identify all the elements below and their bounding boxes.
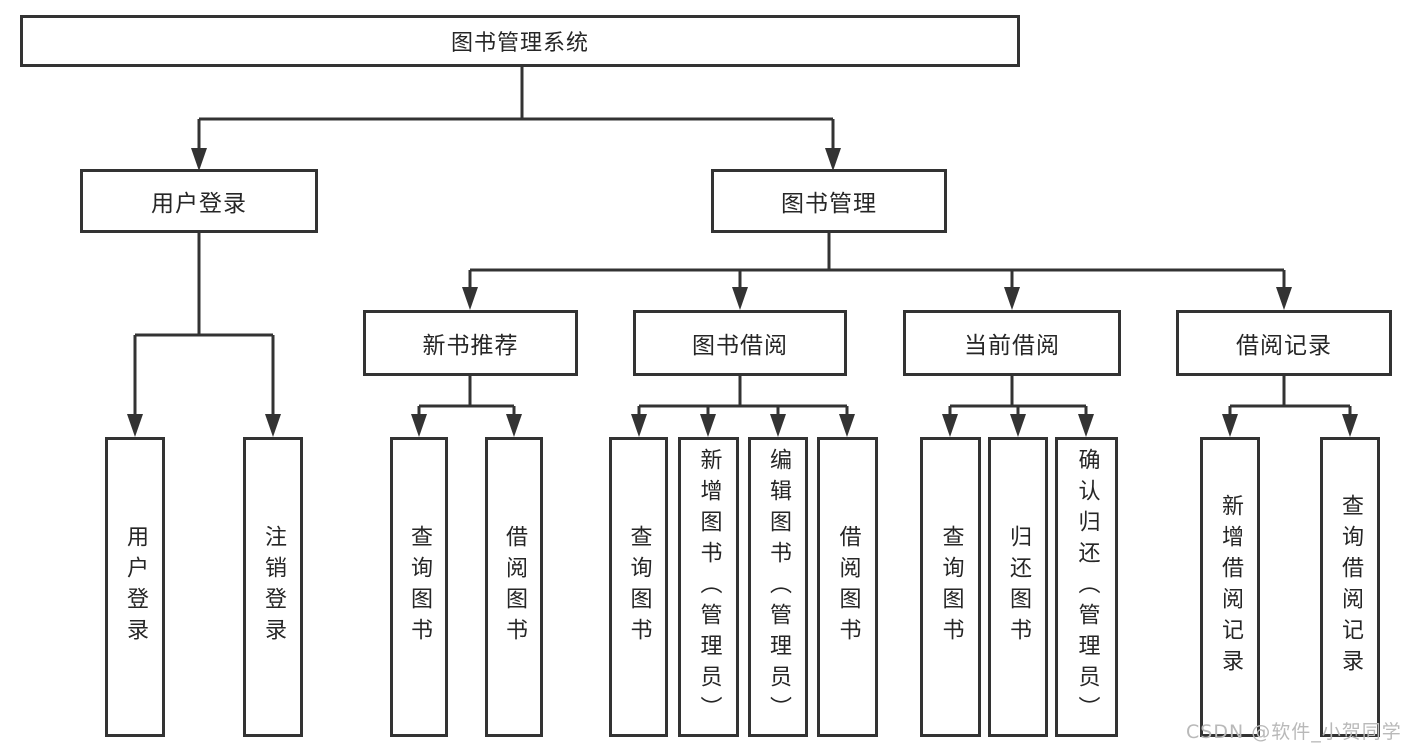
node-user-login-branch-label: 用户登录 [151,191,247,217]
arrowheads-level1 [191,148,841,171]
arrowheads-newbooks-leaves [411,414,522,437]
node-user-login-branch: 用户登录 [80,169,318,233]
node-leaf-return-books-label: 归还图书 [1006,525,1031,649]
connector-records-to-leaves [1228,376,1352,417]
arrowheads-records-leaves [1222,414,1358,437]
node-leaf-confirm-return-admin-label: 确认归还（管理员） [1074,447,1100,727]
node-root-label: 图书管理系统 [450,31,589,56]
node-book-management-branch: 图书管理 [711,169,947,233]
arrowheads-level2 [462,287,1292,310]
node-book-management-label: 图书管理 [781,191,877,217]
node-borrowing-records-label: 借阅记录 [1236,333,1332,359]
arrowheads-borrowing-leaves [631,414,855,437]
node-leaf-query-books-borrowing: 查询图书 [609,437,668,737]
arrowheads-current-leaves [942,414,1094,437]
node-leaf-user-login: 用户登录 [105,437,165,737]
node-leaf-add-borrow-record: 新增借阅记录 [1200,437,1260,737]
node-leaf-logout-label: 注销登录 [261,525,286,649]
node-leaf-edit-books-admin-label: 编辑图书（管理员） [766,447,791,727]
node-book-borrowing-label: 图书借阅 [692,333,788,359]
node-leaf-user-login-label: 用户登录 [123,525,148,649]
arrowheads-login-leaves [127,414,281,437]
node-leaf-query-books-recommend-label: 查询图书 [407,525,432,649]
node-leaf-query-books-borrowing-label: 查询图书 [626,525,652,649]
node-leaf-confirm-return-admin: 确认归还（管理员） [1055,437,1118,737]
node-root-library-system: 图书管理系统 [20,15,1020,67]
node-leaf-query-borrow-record: 查询借阅记录 [1320,437,1380,737]
node-leaf-add-books-admin-label: 新增图书（管理员） [696,447,722,727]
node-leaf-logout: 注销登录 [243,437,303,737]
connector-current-to-leaves [948,376,1088,417]
node-book-borrowing: 图书借阅 [633,310,847,376]
node-leaf-query-borrow-record-label: 查询借阅记录 [1338,494,1363,680]
connector-login-to-leaves [133,233,275,416]
node-current-borrowing-label: 当前借阅 [964,333,1060,359]
node-leaf-add-borrow-record-label: 新增借阅记录 [1218,494,1243,680]
node-leaf-add-books-admin: 新增图书（管理员） [678,437,739,737]
connector-bookmgmt-to-level2 [468,233,1286,289]
node-new-book-recommend: 新书推荐 [363,310,578,376]
node-leaf-borrow-books-borrowing: 借阅图书 [817,437,878,737]
connector-newbooks-to-leaves [417,376,516,417]
node-leaf-query-books-recommend: 查询图书 [390,437,448,737]
node-leaf-borrow-books-recommend: 借阅图书 [485,437,543,737]
node-leaf-borrow-books-recommend-label: 借阅图书 [502,525,527,649]
node-borrowing-records: 借阅记录 [1176,310,1392,376]
connector-borrowing-to-leaves [637,376,849,417]
node-new-book-recommend-label: 新书推荐 [422,333,519,359]
node-leaf-query-books-current-label: 查询图书 [938,525,964,649]
connector-root-to-level1 [197,67,835,150]
node-leaf-borrow-books-borrowing-label: 借阅图书 [835,525,861,649]
csdn-watermark: CSDN @软件_小贺同学 [1186,721,1402,743]
node-leaf-edit-books-admin: 编辑图书（管理员） [748,437,808,737]
node-current-borrowing: 当前借阅 [903,310,1121,376]
node-leaf-query-books-current: 查询图书 [920,437,981,737]
node-leaf-return-books: 归还图书 [988,437,1048,737]
